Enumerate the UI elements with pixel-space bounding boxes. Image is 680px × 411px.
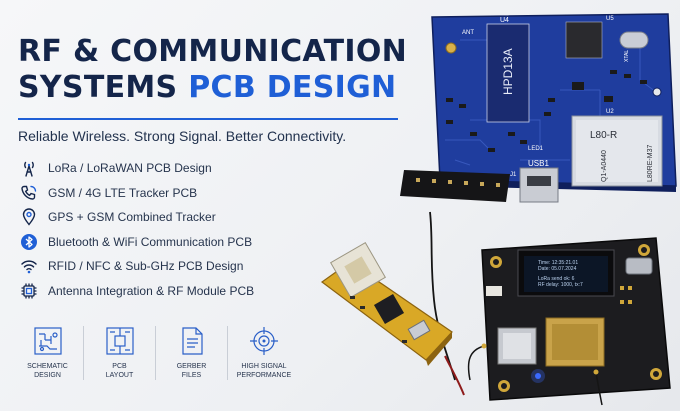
chip-icon [21, 283, 37, 299]
yellow-tracker-board [320, 211, 465, 396]
hpd-label: HPD13A [501, 48, 515, 95]
oled-screen [524, 256, 608, 292]
location-pin-icon [22, 208, 36, 226]
gerber-file-icon [181, 327, 203, 355]
feature-item: LoRa / LoRaWAN PCB Design [20, 156, 254, 181]
j1-label: J1 [510, 172, 517, 178]
blue-pcb-board: HPD13A U4 ANT U5 XTAL L80-R Q1-A0440 L80… [400, 13, 677, 203]
tagline: Reliable Wireless. Strong Signal. Better… [18, 128, 347, 144]
black-oled-board: Time: 12:35:21.01 Date: 05.07.2024 LoRa … [467, 237, 671, 406]
feature-item: Antenna Integration & RF Module PCB [20, 279, 254, 304]
antenna-tower-icon [24, 162, 34, 177]
ant-label: ANT [462, 30, 474, 36]
xtal-label: XTAL [624, 50, 630, 62]
crosshair-icon [250, 327, 278, 355]
lora-module [486, 23, 530, 123]
u2-label: U2 [606, 109, 614, 115]
feature-label: Bluetooth & WiFi Communication PCB [48, 234, 253, 249]
service-item: PCB LAYOUT [84, 326, 156, 380]
feature-item: Bluetooth & WiFi Communication PCB [20, 230, 254, 255]
u5-label: U5 [606, 16, 614, 22]
feature-item: RFID / NFC & Sub-GHz PCB Design [20, 254, 254, 279]
title-line-1: RF & COMMUNICATION [18, 34, 408, 69]
feature-label: Antenna Integration & RF Module PCB [48, 283, 255, 298]
services-row: SCHEMATIC DESIGN PCB LAYOUT GERBER FILES… [12, 326, 300, 380]
feature-label: GSM / 4G LTE Tracker PCB [48, 185, 198, 200]
page-title: RF & COMMUNICATION SYSTEMS PCB DESIGN [18, 34, 407, 106]
pcb-layout-icon [105, 327, 134, 355]
wifi-icon [21, 260, 37, 274]
usb-c-port [625, 257, 653, 275]
title-divider [18, 118, 398, 120]
service-label: PCB LAYOUT [105, 363, 134, 379]
smd-components [446, 70, 647, 152]
status-led [535, 373, 541, 379]
feature-item: GPS + GSM Combined Tracker [20, 205, 254, 230]
service-item: GERBER FILES [156, 326, 228, 380]
phone-call-icon [21, 185, 37, 200]
mcu-chip [565, 21, 603, 59]
service-item: SCHEMATIC DESIGN [12, 326, 84, 380]
feature-item: GSM / 4G LTE Tracker PCB [20, 181, 254, 206]
service-label: SCHEMATIC DESIGN [27, 363, 68, 379]
oled-line-3: LoRa send ok: 6 [538, 276, 575, 282]
usb-label: USB1 [528, 159, 549, 168]
service-label: GERBER FILES [176, 363, 207, 379]
jst-connector [486, 286, 502, 296]
tracker-usb [407, 319, 431, 341]
oled-line-4: RF delay: 1000, tx:7 [538, 282, 583, 288]
led-label: LED1 [528, 146, 544, 152]
oled-line-2: Date: 05.07.2024 [538, 266, 577, 272]
gps-code-1: Q1-A0440 [601, 150, 608, 182]
crystal [619, 31, 649, 49]
service-item: HIGH SIGNAL PERFORMANCE [228, 326, 300, 380]
antenna-pad [445, 42, 457, 54]
schematic-icon [33, 327, 62, 355]
gps-name: L80-R [590, 130, 617, 141]
title-line-2-accent: PCB DESIGN [188, 70, 397, 105]
bluetooth-icon [21, 233, 37, 250]
pin-header [400, 170, 510, 202]
tracker-mcu [373, 293, 405, 325]
gps-code-2: L80RE-M37 [647, 145, 654, 182]
feature-label: GPS + GSM Combined Tracker [48, 210, 216, 225]
oled-line-1: Time: 12:35:21.01 [538, 260, 578, 266]
u4-label: U4 [500, 17, 509, 24]
service-label: HIGH SIGNAL PERFORMANCE [236, 363, 292, 379]
title-line-2-prefix: SYSTEMS [18, 70, 178, 105]
feature-list: LoRa / LoRaWAN PCB Design GSM / 4G LTE T… [20, 156, 254, 303]
feature-label: RFID / NFC & Sub-GHz PCB Design [48, 259, 244, 274]
feature-label: LoRa / LoRaWAN PCB Design [48, 161, 212, 176]
